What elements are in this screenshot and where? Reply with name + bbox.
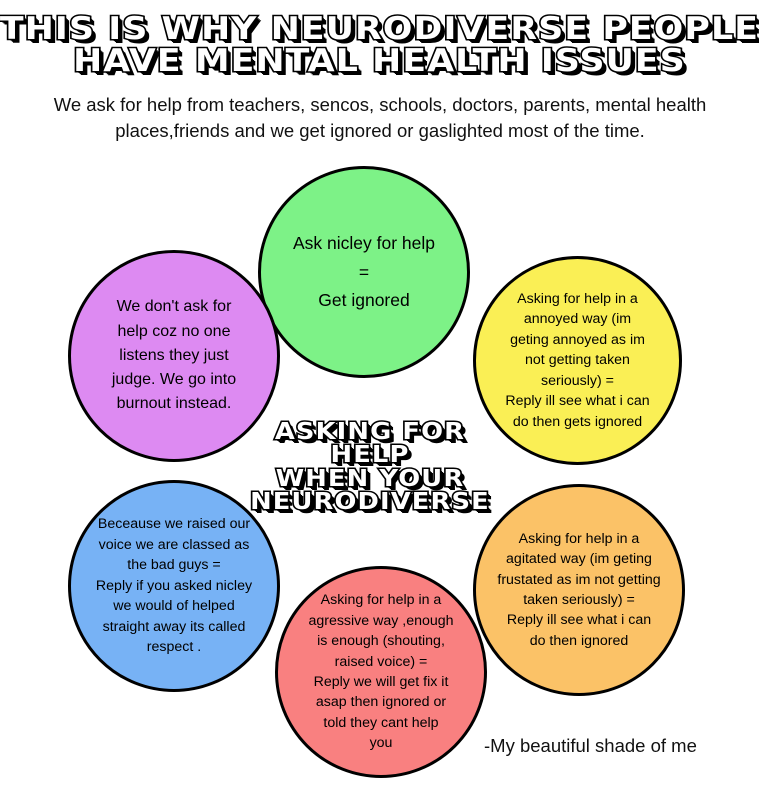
center-caption: ASKING FOR HELP WHEN YOUR NEURODIVERSE (241, 419, 499, 516)
title-line-2: HAVE MENTAL HEALTH ISSUES (71, 42, 686, 79)
circle-purple-text: We don't ask for help coz no one listens… (111, 298, 237, 413)
circle-purple: We don't ask for help coz no one listens… (68, 250, 280, 462)
circle-red-text: Asking for help in a agressive way ,enou… (308, 592, 454, 752)
circle-orange-text: Asking for help in a agitated way (im ge… (497, 530, 661, 649)
signature-text: -My beautiful shade of me (484, 735, 697, 756)
circle-red: Asking for help in a agressive way ,enou… (275, 566, 487, 778)
center-caption-line-2: WHEN YOUR (274, 465, 465, 492)
circle-blue-text: Beceause we raised our voice we are clas… (95, 516, 253, 656)
circle-blue: Beceause we raised our voice we are clas… (68, 480, 280, 692)
title-line-1: THIS IS WHY NEURODIVERSE PEOPLE (0, 11, 759, 47)
center-caption-line-3: NEURODIVERSE (248, 489, 490, 516)
circle-green: Ask nicley for help = Get ignored (258, 166, 470, 378)
subtitle-text: We ask for help from teachers, sencos, s… (53, 94, 707, 142)
page-title: THIS IS WHY NEURODIVERSE PEOPLE HAVE MEN… (0, 11, 759, 79)
circle-orange: Asking for help in a agitated way (im ge… (473, 484, 685, 696)
circle-yellow-text: Asking for help in a annoyed way (im get… (505, 290, 650, 430)
circle-yellow: Asking for help in a annoyed way (im get… (473, 256, 682, 465)
center-caption-line-1: ASKING FOR HELP (273, 419, 466, 469)
circle-green-text: Ask nicley for help = Get ignored (292, 233, 435, 311)
